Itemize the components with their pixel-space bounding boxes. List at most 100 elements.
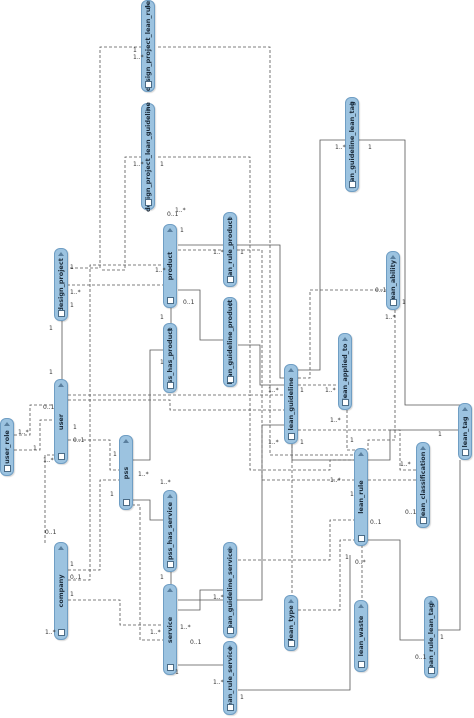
collapse-arrow-icon[interactable] [227,216,233,220]
multiplicity-label: 1..* [70,289,81,296]
multiplicity-label: 1..* [213,249,224,256]
multiplicity-label: 1 [240,249,244,256]
multiplicity-label: 1..* [330,477,341,484]
collapse-arrow-icon[interactable] [358,604,364,608]
entity-label: lean_classification [419,451,427,519]
entity-service[interactable]: service [163,584,177,675]
entity-lean-waste[interactable]: lean_waste [354,600,368,672]
entity-lean-rule-product[interactable]: lean_rule_product [223,212,237,287]
attribute-box-icon [342,399,349,406]
entity-lean-guideline-service[interactable]: lean_guideline_service [223,542,237,638]
link-pss-pss-has-product [133,349,165,461]
collapse-arrow-icon[interactable] [428,600,434,604]
collapse-arrow-icon[interactable] [227,546,233,550]
entity-pss[interactable]: pss [119,435,133,510]
multiplicity-label: 1..* [325,387,336,394]
collapse-arrow-icon[interactable] [4,422,10,426]
collapse-arrow-icon[interactable] [288,599,294,603]
collapse-arrow-icon[interactable] [58,252,64,256]
entity-pss-has-product[interactable]: pss_has_product [163,323,177,393]
link-user-role-user [14,404,55,436]
collapse-arrow-icon[interactable] [167,228,173,232]
multiplicity-label: 1..* [330,417,341,424]
entity-lean-applied-to[interactable]: lean_applied_to [338,333,352,410]
collapse-arrow-icon[interactable] [167,327,173,331]
multiplicity-label: 0..1 [405,509,417,516]
attribute-box-icon [227,276,234,283]
multiplicity-label: 1..* [160,479,171,486]
entity-pss-has-service[interactable]: pss_has_service [163,490,177,572]
entity-design-project-lean-guideline[interactable]: design_project_lean_guideline [141,102,155,211]
multiplicity-label: 1 [160,161,164,168]
multiplicity-label: 0..1 [415,654,427,661]
entity-lean-guideline-lean-tag[interactable]: lean_guideline_lean_tag [345,97,359,192]
collapse-arrow-icon[interactable] [145,4,151,8]
attribute-box-icon [227,627,234,634]
multiplicity-label: 1..* [180,624,191,631]
attribute-box-icon [462,449,469,456]
multiplicity-label: 1..* [268,387,279,394]
multiplicity-label: 1 [402,299,406,306]
entity-design-project[interactable]: design_project [54,248,68,321]
entity-lean-classification[interactable]: lean_classification [416,442,430,528]
entity-design-project-lean-rule[interactable]: design_project_lean_rule [141,0,155,92]
entity-lean-ability[interactable]: lean_ability [386,251,400,310]
entity-lean-type[interactable]: lean_type [284,595,298,651]
entity-lean-rule-lean-tag[interactable]: lean_rule_lean_tag [424,596,438,678]
attribute-box-icon [227,376,234,383]
multiplicity-label: 1 [49,369,53,376]
multiplicity-label: 0..1 [375,287,387,294]
collapse-arrow-icon[interactable] [227,645,233,649]
link-dplg-lean-guideline [158,156,285,396]
collapse-arrow-icon[interactable] [420,446,426,450]
collapse-arrow-icon[interactable] [462,407,468,411]
collapse-arrow-icon[interactable] [349,101,355,105]
entity-label: lean_rule_product [226,216,234,283]
collapse-arrow-icon[interactable] [145,107,151,111]
collapse-arrow-icon[interactable] [288,368,294,372]
entity-label: lean_guideline_service [226,548,234,632]
multiplicity-label: 1..* [385,314,396,321]
entity-lean-rule[interactable]: lean_rule [354,448,368,546]
collapse-arrow-icon[interactable] [167,494,173,498]
multiplicity-label: 1 [70,591,74,598]
multiplicity-label: 1..* [400,461,411,468]
multiplicity-label: 1 [113,451,117,458]
multiplicity-label: 1 [49,325,53,332]
multiplicity-label: 1..* [18,429,29,436]
multiplicity-label: 1 [438,431,442,438]
entity-label: lean_rule [357,480,365,514]
link-lg-lean-classification [298,429,418,471]
entity-product[interactable]: product [163,224,177,308]
collapse-arrow-icon[interactable] [358,452,364,456]
entity-company[interactable]: company [54,542,68,640]
attribute-box-icon [167,561,174,568]
entity-user-role[interactable]: user_role [0,418,14,476]
entity-lean-rule-service[interactable]: lean_rule_service [223,641,237,715]
link-user-company [44,454,55,545]
collapse-arrow-icon[interactable] [167,588,173,592]
multiplicity-label: 1 [180,227,184,234]
collapse-arrow-icon[interactable] [342,337,348,341]
entity-label: lean_waste [357,615,365,657]
collapse-arrow-icon[interactable] [58,546,64,550]
collapse-arrow-icon[interactable] [227,301,233,305]
attribute-box-icon [288,640,295,647]
multiplicity-label: 1 [133,47,137,54]
multiplicity-label: 1 [368,144,372,151]
multiplicity-label: 1 [70,264,74,271]
entity-user[interactable]: user [54,379,68,464]
collapse-arrow-icon[interactable] [390,255,396,259]
multiplicity-label: 1 [240,694,244,701]
entity-lean-guideline[interactable]: lean_guideline [284,364,298,444]
link-lg-lean-ability [298,289,388,379]
entity-lean-tag[interactable]: lean_tag [458,403,472,460]
entity-label: design_project [57,257,65,312]
entity-lean-guideline-product[interactable]: lean_guideline_product [223,297,237,387]
collapse-arrow-icon[interactable] [58,383,64,387]
entity-label: design_project_lean_rule [144,0,152,92]
link-lr-lean-rule-lean-tag [368,539,425,641]
collapse-arrow-icon[interactable] [123,439,129,443]
entity-label: user_role [3,430,11,464]
